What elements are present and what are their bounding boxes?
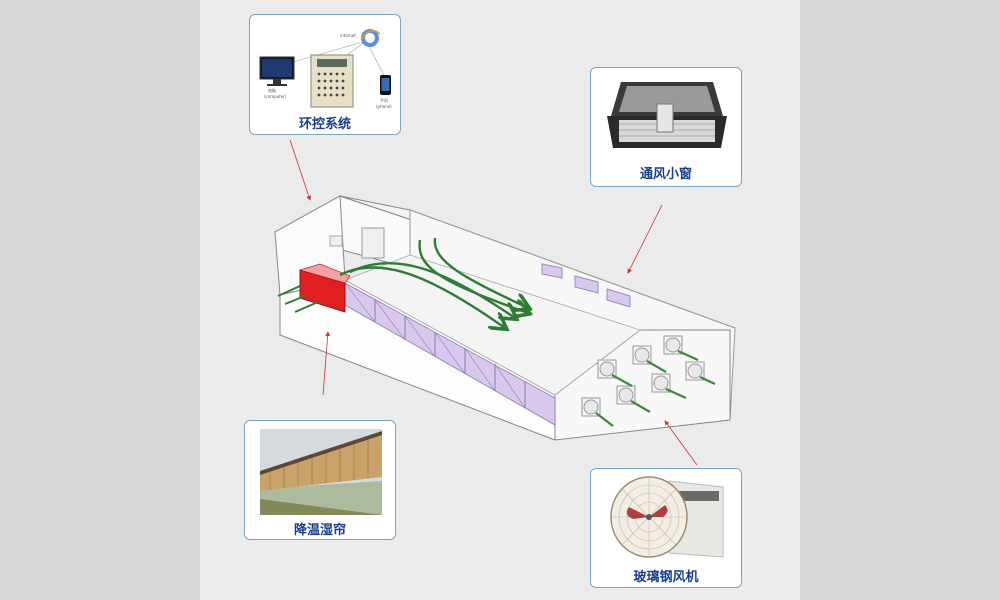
left-margin xyxy=(0,0,200,600)
barn-door xyxy=(361,227,385,259)
computer-label: 电脑 xyxy=(268,87,276,93)
callout-vent-window: 通风小窗 xyxy=(590,67,742,187)
cooling-pad-label: 降温湿帘 xyxy=(293,523,346,538)
barn-window-small xyxy=(329,235,343,247)
roof-vent-windows xyxy=(541,263,631,308)
callout-cooling-pad: 降温湿帘 xyxy=(244,420,396,540)
phone-label: 手机 xyxy=(380,97,388,103)
callout-control-system: internet 电脑 (computer) 手机 (phone) 环控系统 xyxy=(249,14,401,135)
exhaust-fans xyxy=(581,335,716,427)
right-margin xyxy=(800,0,1000,600)
vent-window-illustration xyxy=(607,82,727,148)
vent-window-label: 通风小窗 xyxy=(639,167,692,182)
control-cabinet-icon xyxy=(310,54,354,108)
fan-illustration xyxy=(610,476,724,558)
control-system-label: 环控系统 xyxy=(298,117,351,132)
cooling-pad-photo xyxy=(260,429,382,515)
computer-sub-label: (computer) xyxy=(264,94,287,99)
control-system-illustration: internet 电脑 (computer) 手机 (phone) xyxy=(259,29,392,109)
cooling-pad-block xyxy=(298,263,351,313)
callout-fan: 玻璃钢风机 xyxy=(590,468,742,588)
fan-label: 玻璃钢风机 xyxy=(633,570,699,585)
internet-label: internet xyxy=(340,33,356,38)
pointer-arrows xyxy=(289,139,698,466)
phone-sub-label: (phone) xyxy=(376,104,392,109)
computer-monitor-icon xyxy=(259,56,295,86)
mobile-phone-icon xyxy=(380,75,391,95)
ie-internet-icon xyxy=(360,29,381,47)
inlet-air-lines xyxy=(277,285,319,313)
airflow-arrows xyxy=(339,237,528,328)
